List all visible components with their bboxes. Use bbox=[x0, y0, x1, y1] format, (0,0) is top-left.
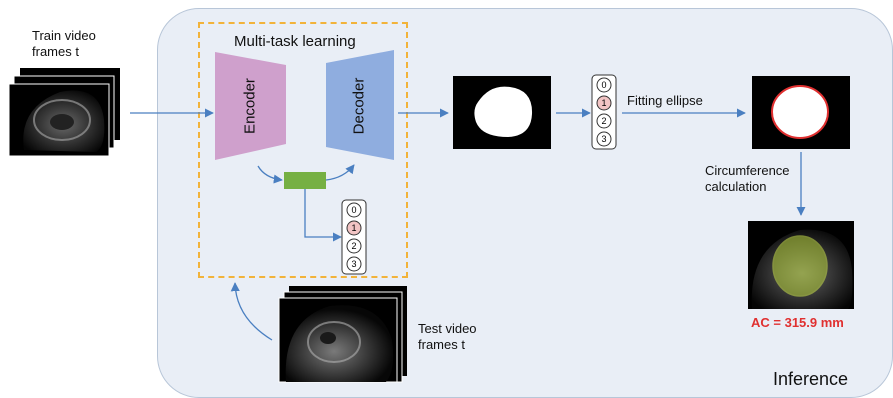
arrow-bottleneck-to-decoder bbox=[325, 164, 355, 181]
arrow-test-to-multitask bbox=[230, 282, 273, 341]
class-circle-1 bbox=[346, 220, 362, 236]
arrow-encoder-to-bottleneck bbox=[257, 165, 283, 184]
arrow-bottleneck-to-classifier bbox=[304, 189, 342, 242]
fitted-ellipse-image bbox=[752, 76, 850, 149]
train-frames-label: Train video frames t bbox=[32, 28, 96, 60]
class-label-0: 0 bbox=[351, 205, 356, 215]
inference-label: Inference bbox=[773, 369, 849, 389]
bottleneck-block bbox=[284, 172, 326, 189]
encoder-label: Encoder bbox=[241, 78, 259, 134]
result-ultrasound bbox=[748, 221, 854, 309]
encoder-block bbox=[215, 52, 286, 160]
class-label-0: 0 bbox=[601, 80, 606, 90]
class-circle-1 bbox=[596, 95, 612, 111]
class-label-2: 2 bbox=[351, 241, 356, 251]
test-frame-stack bbox=[278, 286, 407, 383]
class-label-1: 1 bbox=[601, 98, 606, 108]
segmentation-mask bbox=[453, 76, 551, 149]
train-frame-stack bbox=[8, 68, 120, 157]
classifier-frame bbox=[341, 199, 367, 275]
decoder-label: Decoder bbox=[350, 77, 368, 135]
test-frames-label: Test video frames t bbox=[418, 321, 477, 353]
classifier-box-inference: 0 1 2 3 bbox=[591, 74, 617, 150]
decoder-block bbox=[326, 50, 394, 160]
class-circle-2 bbox=[346, 238, 362, 254]
class-circle-0 bbox=[346, 202, 362, 218]
class-label-3: 3 bbox=[351, 259, 356, 269]
multitask-title: Multi-task learning bbox=[234, 33, 356, 50]
fitting-ellipse-label: Fitting ellipse bbox=[627, 93, 703, 108]
class-label-1: 1 bbox=[351, 223, 356, 233]
class-circle-3 bbox=[596, 131, 612, 147]
ac-overlay bbox=[772, 235, 828, 297]
circumference-label: Circumference calculation bbox=[705, 163, 790, 195]
classifier-box-training: 0 1 2 3 bbox=[341, 199, 367, 275]
class-label-3: 3 bbox=[601, 134, 606, 144]
ac-result-label: AC = 315.9 mm bbox=[751, 315, 844, 330]
class-circle-0 bbox=[596, 77, 612, 93]
classifier-frame bbox=[591, 74, 617, 150]
class-circle-3 bbox=[346, 256, 362, 272]
class-label-2: 2 bbox=[601, 116, 606, 126]
multitask-learning-box bbox=[198, 22, 408, 278]
class-circle-2 bbox=[596, 113, 612, 129]
